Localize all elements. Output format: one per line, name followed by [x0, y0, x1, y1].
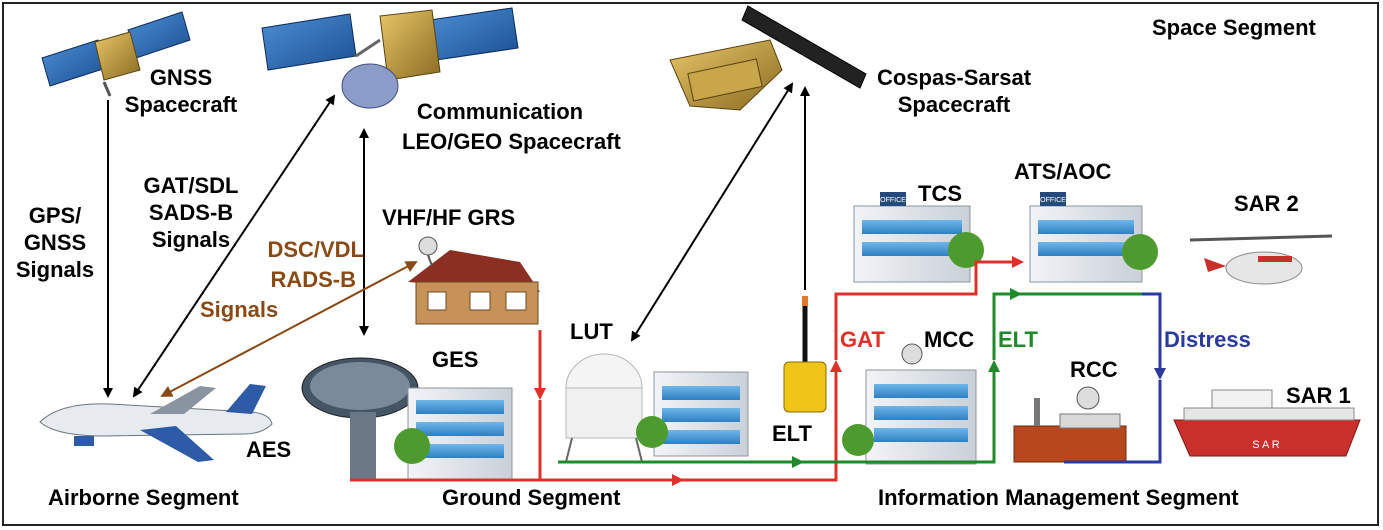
office-sign-tcs: OFFICE — [880, 197, 906, 204]
dsc-vdl-label-line1: DSC/VDL — [267, 237, 364, 262]
elt-arrowhead-up — [988, 360, 1000, 372]
cospas-sarsat-spacecraft-icon — [669, 5, 867, 111]
rcc-building-icon — [1013, 386, 1127, 463]
gat-arrowhead-up — [830, 360, 842, 372]
distress-arrowhead — [1154, 368, 1166, 380]
comm-spacecraft-icon — [261, 7, 519, 109]
lut-radome-icon — [565, 353, 643, 463]
dsc-vdl-label-line2: RADS-B — [270, 267, 356, 292]
gps-label-line2: GNSS — [23, 230, 87, 255]
vhf-hf-grs-label: VHF/HF GRS — [382, 205, 516, 230]
gnss-label-line2: Spacecraft — [124, 92, 238, 117]
dsc-vdl-signal-arrow — [160, 261, 418, 397]
gps-signals-label: GPS/ GNSS Signals — [6, 202, 104, 283]
ges-dish-icon — [301, 357, 419, 480]
elt-arrowhead-ats — [1010, 288, 1022, 300]
gat-flow-label: GAT — [840, 327, 885, 352]
cospas-sarsat-label: Cospas-Sarsat Spacecraft — [872, 64, 1036, 118]
gps-label-line1: GPS/ — [28, 203, 82, 228]
cospas-label-line1: Cospas-Sarsat — [876, 65, 1032, 90]
gat-arrowhead-ground — [672, 474, 684, 486]
tcs-label: TCS — [918, 181, 962, 206]
gat-arrowhead-ats — [1012, 256, 1024, 268]
ship-icon: S A R — [1173, 389, 1361, 457]
distress-flow-label: Distress — [1164, 327, 1251, 352]
tcs-building-icon: OFFICE — [853, 192, 984, 283]
vhf-hf-grs-house-icon — [408, 236, 540, 325]
gps-label-line3: Signals — [15, 257, 95, 282]
elt-device-label: ELT — [772, 421, 812, 446]
ats-aoc-label: ATS/AOC — [1014, 159, 1112, 184]
comm-spacecraft-label-2: LEO/GEO Spacecraft — [402, 129, 621, 154]
info-mgmt-segment-label: Information Management Segment — [878, 485, 1239, 510]
gat-flow-ground — [350, 370, 838, 482]
gnss-spacecraft-label: GNSS Spacecraft — [118, 64, 244, 118]
elt-flow-ats — [992, 292, 1142, 360]
airplane-icon — [39, 384, 273, 462]
dsc-vdl-label-line3: Signals — [200, 297, 279, 322]
gat-flow-tcs-ats — [834, 260, 1016, 360]
mcc-building-icon — [842, 343, 977, 465]
elt-beacon-icon — [783, 296, 827, 413]
rcc-label: RCC — [1070, 357, 1118, 382]
cospas-label-line2: Spacecraft — [897, 92, 1011, 117]
gat-sdl-label-line3: Signals — [151, 227, 231, 252]
lut-cospas-link-arrow — [630, 82, 794, 342]
distress-flow-rcc — [1064, 380, 1162, 464]
elt-flow-ground — [558, 366, 996, 464]
lut-building-icon — [636, 371, 749, 457]
gat-arrowhead-grs — [534, 388, 546, 400]
ges-label: GES — [432, 347, 479, 372]
airborne-segment-label: Airborne Segment — [48, 485, 239, 510]
helicopter-icon — [1189, 234, 1333, 285]
elt-arrowhead-ground — [792, 456, 804, 468]
mcc-label: MCC — [924, 327, 975, 352]
sar1-label: SAR 1 — [1286, 383, 1351, 408]
ats-aoc-building-icon: OFFICE — [1029, 192, 1158, 283]
ship-hull-text: S A R — [1252, 439, 1280, 451]
office-sign-ats: OFFICE — [1040, 197, 1066, 204]
sar2-label: SAR 2 — [1234, 191, 1299, 216]
gnss-label-line1: GNSS — [149, 65, 213, 90]
ground-segment-label: Ground Segment — [442, 485, 621, 510]
distress-flow-down — [1142, 292, 1162, 374]
gat-sdl-label-line2: SADS-B — [148, 200, 234, 225]
gat-sdl-signals-label: GAT/SDL SADS-B Signals — [126, 172, 256, 253]
space-segment-label: Space Segment — [1152, 15, 1316, 40]
aes-label: AES — [246, 437, 292, 462]
lut-label: LUT — [570, 319, 613, 344]
comm-spacecraft-label-1: Communication — [416, 99, 584, 124]
elt-flow-label: ELT — [998, 327, 1038, 352]
gat-sdl-label-line1: GAT/SDL — [143, 173, 239, 198]
gnss-spacecraft-icon — [41, 11, 191, 97]
ges-building-icon — [394, 387, 513, 481]
